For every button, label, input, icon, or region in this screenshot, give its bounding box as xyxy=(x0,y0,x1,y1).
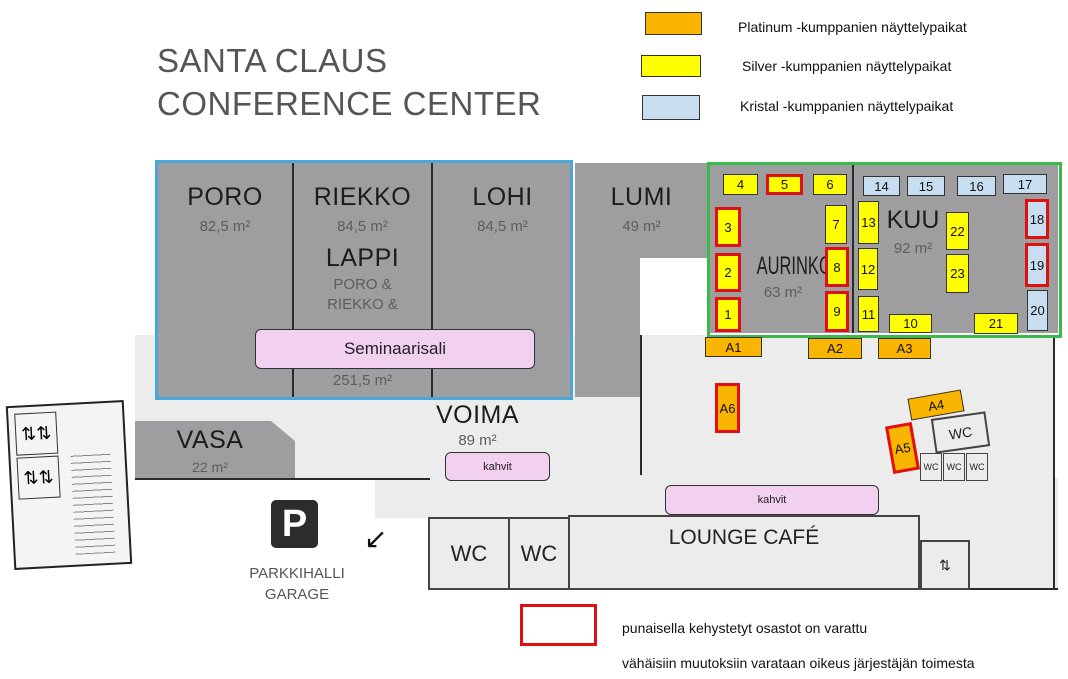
room-lappi-area: 251,5 m² xyxy=(332,372,393,389)
arrow-down-left-icon: ↙ xyxy=(364,523,388,554)
venue-title-line1: SANTA CLAUS xyxy=(157,42,388,79)
room-lappi-sub2: RIEKKO & xyxy=(327,296,398,313)
booth-20[interactable]: 20 xyxy=(1027,290,1048,331)
booth-10[interactable]: 10 xyxy=(889,314,932,333)
wall xyxy=(640,335,642,475)
booth-5[interactable]: 5 xyxy=(766,174,803,195)
coffee-area-lobby[interactable]: kahvit xyxy=(665,485,879,515)
booth-15[interactable]: 15 xyxy=(907,176,945,196)
booth-21[interactable]: 21 xyxy=(974,313,1018,334)
partition-wall xyxy=(431,163,433,398)
room-voima-name: VOIMA xyxy=(435,401,520,429)
exhibition-frame xyxy=(707,162,1062,338)
legend-label-platinum: Platinum -kumppanien näyttelypaikat xyxy=(738,19,967,35)
room-riekko-name: RIEKKO xyxy=(313,183,412,211)
seminar-hall-label[interactable]: Seminaarisali xyxy=(255,329,535,369)
room-kuu-name: KUU xyxy=(886,206,940,234)
booth-22[interactable]: 22 xyxy=(946,212,969,250)
legend-swatch-platinum xyxy=(645,12,702,35)
booth-a3[interactable]: A3 xyxy=(878,338,931,359)
room-riekko-area: 84,5 m² xyxy=(337,218,388,235)
booth-a1[interactable]: A1 xyxy=(705,337,762,357)
booth-23[interactable]: 23 xyxy=(946,254,969,293)
parking-label: PARKKIHALLI xyxy=(249,565,345,582)
room-vasa xyxy=(135,421,295,478)
room-voima-area: 89 m² xyxy=(458,432,497,449)
booth-8[interactable]: 8 xyxy=(825,247,849,287)
room-poro-name: PORO xyxy=(187,183,263,211)
elevator-icon: ⇅ xyxy=(920,540,970,590)
room-lappi-sub1: PORO & xyxy=(333,276,392,293)
booth-a2[interactable]: A2 xyxy=(808,338,862,359)
seminar-frame xyxy=(155,160,573,400)
booth-13[interactable]: 13 xyxy=(858,201,879,244)
room-aurinko-area: 63 m² xyxy=(763,284,803,301)
disclaimer-text: vähäisiin muutoksiin varataan oikeus jär… xyxy=(622,655,975,671)
venue-title-line2: CONFERENCE CENTER xyxy=(157,85,542,122)
booth-1[interactable]: 1 xyxy=(715,297,741,332)
booth-3[interactable]: 3 xyxy=(715,207,741,247)
room-lumi-lower xyxy=(575,257,640,397)
booth-12[interactable]: 12 xyxy=(858,248,878,290)
room-lappi-name: LAPPI xyxy=(325,244,400,272)
room-lumi-area: 49 m² xyxy=(622,218,661,235)
booth-6[interactable]: 6 xyxy=(813,174,847,195)
entrance-vestibule xyxy=(375,478,430,518)
partition-wall xyxy=(852,165,854,333)
booth-18[interactable]: 18 xyxy=(1025,199,1049,239)
room-kuu-area: 92 m² xyxy=(893,240,933,257)
wall xyxy=(135,478,430,480)
booth-16[interactable]: 16 xyxy=(957,176,996,196)
booth-17[interactable]: 17 xyxy=(1003,174,1047,194)
room-lumi xyxy=(575,163,708,258)
booth-4[interactable]: 4 xyxy=(723,174,758,195)
booth-9[interactable]: 9 xyxy=(825,291,849,332)
legend-reserved-label: punaisella kehystetyt osastot on varattu xyxy=(622,620,868,636)
garage-label: GARAGE xyxy=(264,586,330,603)
booth-7[interactable]: 7 xyxy=(825,205,847,244)
wc-room: WC xyxy=(920,453,942,481)
legend-label-silver: Silver -kumppanien näyttelypaikat xyxy=(742,58,952,74)
booth-14[interactable]: 14 xyxy=(863,176,900,196)
wc-room: WC xyxy=(966,453,988,481)
partition-wall xyxy=(292,163,294,398)
coffee-area-voima[interactable]: kahvit xyxy=(445,452,550,481)
stairs-icon xyxy=(70,452,116,555)
legend-swatch-kristal xyxy=(642,95,700,120)
legend-swatch-silver xyxy=(641,55,701,77)
room-vasa-name: VASA xyxy=(176,426,244,454)
booth-a6[interactable]: A6 xyxy=(715,383,740,433)
room-vasa-area: 22 m² xyxy=(192,459,228,475)
room-lumi-name: LUMI xyxy=(610,183,673,211)
room-lohi-area: 84,5 m² xyxy=(477,218,528,235)
wc-room: WC xyxy=(943,453,965,481)
legend-label-kristal: Kristal -kumppanien näyttelypaikat xyxy=(740,98,954,114)
stairwell: ⇅⇅ ⇅⇅ xyxy=(5,400,133,570)
elevator-icon: ⇅⇅ xyxy=(16,455,61,500)
elevator-icon: ⇅⇅ xyxy=(14,411,59,456)
lounge-cafe: LOUNGE CAFÉ xyxy=(568,515,920,590)
room-poro-area: 82,5 m² xyxy=(199,218,251,235)
parking-icon: P xyxy=(271,500,318,548)
wc-room: WC xyxy=(428,517,510,590)
booth-11[interactable]: 11 xyxy=(858,296,879,332)
wc-room: WC xyxy=(508,517,570,590)
booth-2[interactable]: 2 xyxy=(715,253,741,292)
room-lohi-name: LOHI xyxy=(472,183,533,211)
legend-reserved-swatch xyxy=(520,604,597,646)
booth-19[interactable]: 19 xyxy=(1025,243,1049,287)
wall xyxy=(1053,335,1055,590)
